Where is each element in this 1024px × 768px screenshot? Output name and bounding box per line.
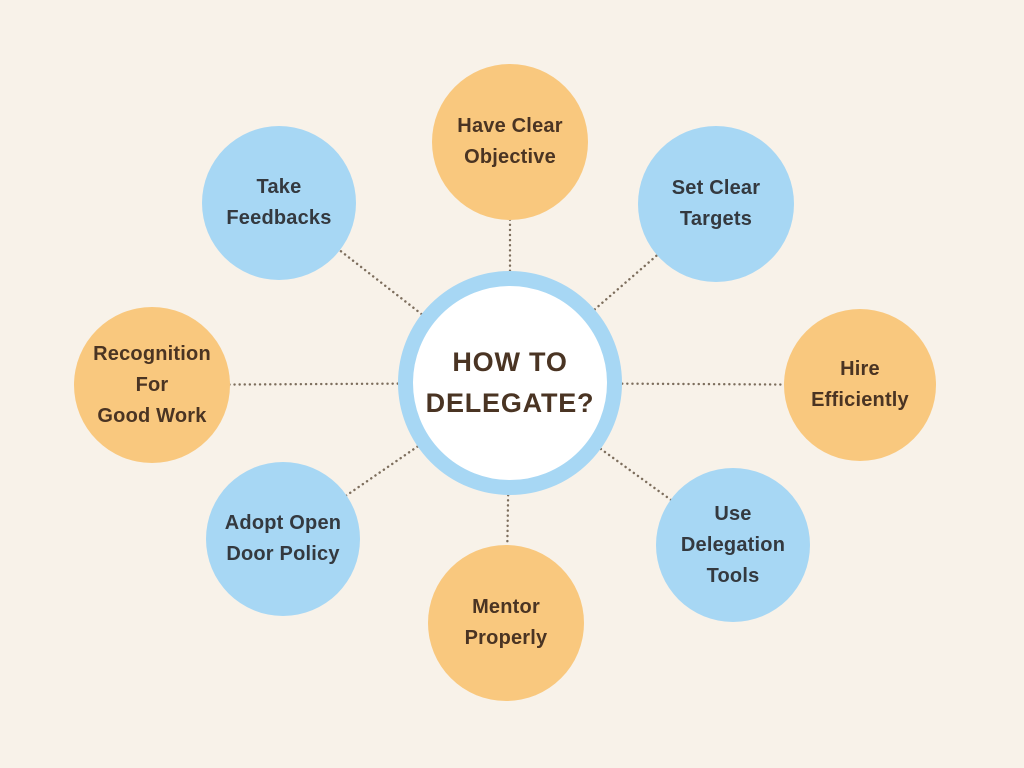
node-label-line: Hire bbox=[840, 358, 880, 380]
node-label-line: Door Policy bbox=[226, 543, 340, 565]
node-have-clear-objective: Have Clear Objective bbox=[432, 64, 588, 220]
node-label-line: Good Work bbox=[97, 404, 207, 427]
connector-line-left bbox=[150, 381, 512, 387]
node-set-clear-targets: Set Clear Targets bbox=[638, 126, 794, 282]
center-title-line: HOW TO bbox=[452, 347, 568, 377]
node-label-line: Properly bbox=[464, 627, 548, 649]
node-label-line: Objective bbox=[464, 146, 556, 168]
node-use-delegation-tools: Use Delegation Tools bbox=[656, 468, 810, 622]
node-mentor-properly: Mentor Properly bbox=[428, 545, 584, 701]
node-adopt-open-door-policy: Adopt Open Door Policy bbox=[206, 462, 360, 616]
node-label-line: Set Clear bbox=[671, 177, 761, 199]
node-label-line: Recognition bbox=[93, 342, 211, 365]
node-recognition-for-good-work: Recognition For Good Work bbox=[74, 307, 230, 463]
node-label-line: Have Clear bbox=[457, 115, 563, 137]
node-label-line: Tools bbox=[706, 564, 760, 587]
node-label-line: Feedbacks bbox=[226, 207, 332, 229]
node-label-line: Adopt Open bbox=[224, 512, 342, 534]
node-hire-efficiently: Hire Efficiently bbox=[784, 309, 936, 461]
node-label-line: Targets bbox=[679, 208, 753, 230]
node-label-line: Delegation bbox=[680, 533, 786, 556]
center-node-how-to-delegate: HOW TO DELEGATE? bbox=[398, 271, 622, 495]
node-take-feedbacks: Take Feedbacks bbox=[202, 126, 356, 280]
node-label-line: Mentor bbox=[472, 596, 540, 618]
center-title-line: DELEGATE? bbox=[425, 388, 595, 418]
node-label-line: Take bbox=[256, 176, 302, 198]
node-label-line: For bbox=[135, 373, 169, 396]
node-label-line: Use bbox=[714, 502, 752, 525]
node-label-line: Efficiently bbox=[811, 389, 909, 411]
